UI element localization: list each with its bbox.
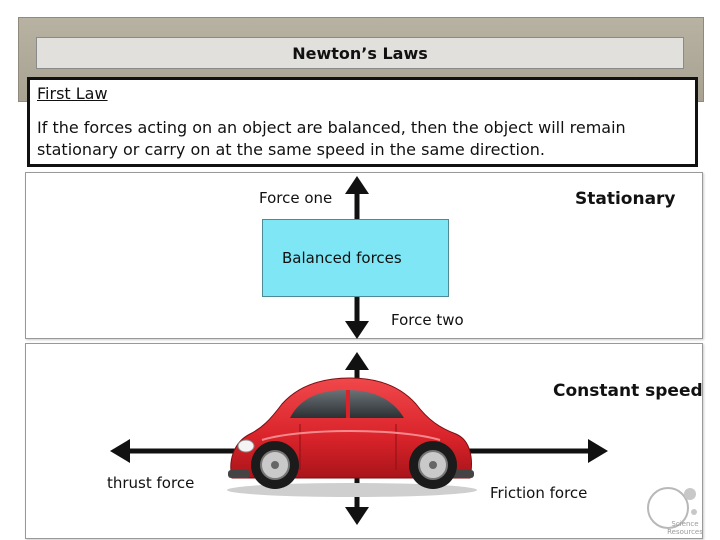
force-two-arrow	[345, 297, 369, 339]
constant-speed-label: Constant speed	[553, 381, 703, 401]
slide-title-text: Newton’s Laws	[292, 43, 428, 63]
logo-text: Science Resources	[667, 520, 703, 536]
balanced-forces-box	[262, 219, 449, 297]
car-icon	[227, 377, 477, 497]
law-text: If the forces acting on an object are ba…	[37, 118, 626, 159]
force-two-label: Force two	[391, 311, 464, 329]
slide-title: Newton’s Laws	[36, 37, 684, 69]
force-one-label: Force one	[259, 189, 333, 207]
law-heading: First Law	[37, 84, 108, 103]
force-one-arrow	[345, 176, 369, 219]
friction-force-label: Friction force	[490, 484, 588, 502]
thrust-force-label: thrust force	[107, 474, 195, 492]
balanced-forces-label: Balanced forces	[282, 249, 402, 267]
first-law-box: First Law If the forces acting on an obj…	[27, 77, 698, 167]
stationary-label: Stationary	[575, 189, 676, 209]
science-resources-logo	[647, 487, 697, 529]
